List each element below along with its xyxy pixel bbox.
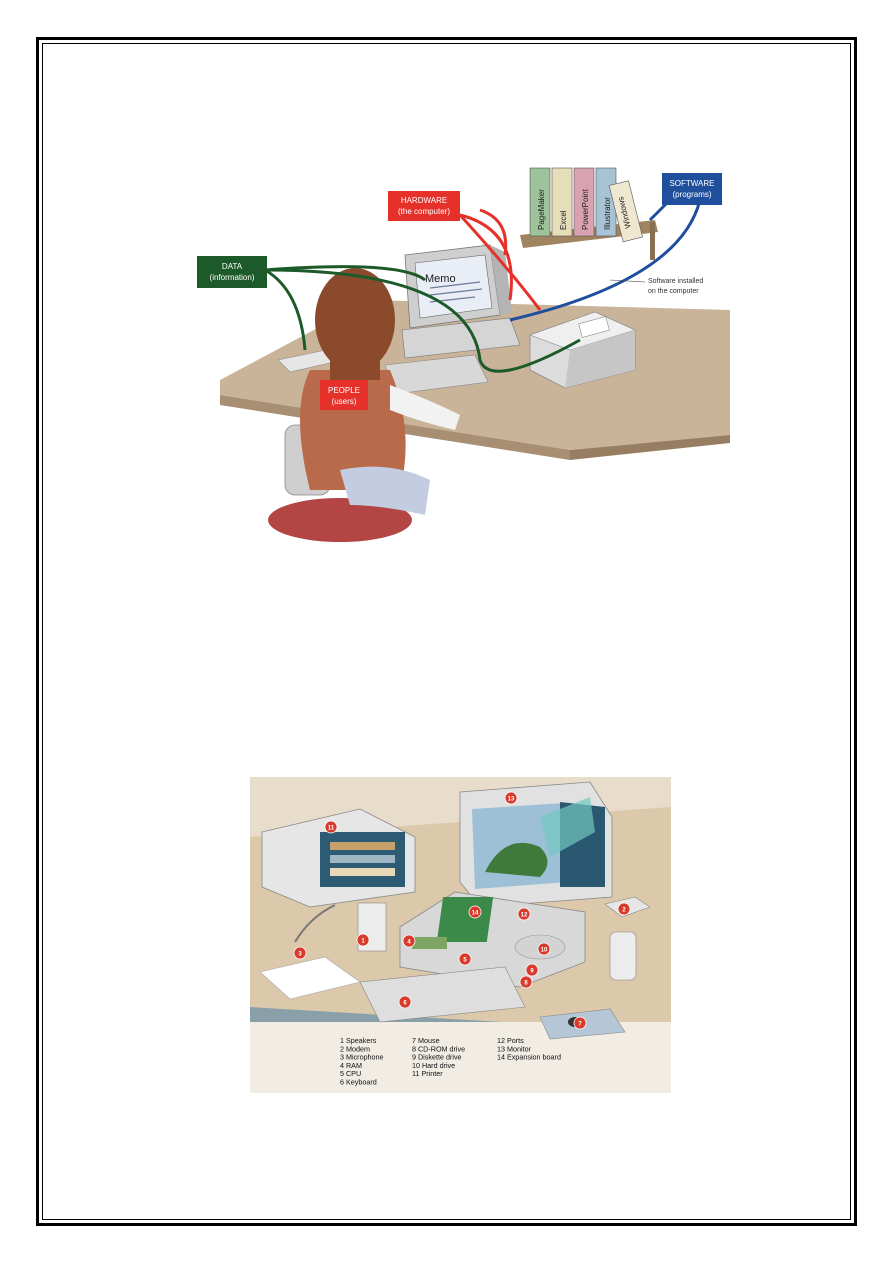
svg-text:4: 4 (407, 940, 411, 946)
monitor (459, 781, 613, 908)
book-title: Illustrator (603, 197, 612, 230)
page-border-inner (42, 43, 851, 1220)
callout-5: 5 (458, 952, 472, 966)
legend-item: 8 CD-ROM drive (412, 1044, 465, 1053)
legend-item: 1 Speakers (340, 1036, 377, 1045)
callout-14: 14 (468, 905, 482, 919)
callout-2: 2 (617, 902, 631, 916)
svg-text:6: 6 (403, 1001, 407, 1007)
svg-text:(the computer): (the computer) (398, 207, 450, 216)
callout-8: 8 (519, 975, 533, 989)
speaker (609, 931, 637, 981)
callout-10: 10 (537, 942, 551, 956)
book-title: PowerPoint (581, 188, 590, 230)
svg-text:12: 12 (521, 913, 528, 919)
svg-text:(users): (users) (332, 397, 357, 406)
book-title: Excel (559, 210, 568, 230)
book: Windows (608, 180, 643, 243)
callout-4: 4 (402, 934, 416, 948)
callout-6: 6 (398, 995, 412, 1009)
page-border-outer (36, 37, 857, 1226)
svg-text:on the computer: on the computer (648, 288, 699, 295)
legend-item: 11 Printer (412, 1069, 443, 1078)
software-label: SOFTWARE (programs) (509, 173, 722, 322)
svg-text:9: 9 (530, 969, 534, 975)
svg-text:7: 7 (578, 1022, 582, 1028)
svg-text:HARDWARE: HARDWARE (401, 196, 447, 205)
callout-1: 1 (356, 933, 370, 947)
printer (529, 311, 636, 389)
keyboard (359, 966, 526, 1023)
legend-item: 10 Hard drive (412, 1061, 455, 1070)
svg-text:SOFTWARE: SOFTWARE (669, 179, 714, 188)
svg-text:10: 10 (541, 948, 548, 954)
callout-11: 11 (324, 820, 338, 834)
system-unit (401, 317, 521, 359)
svg-text:(information): (information) (210, 273, 255, 282)
svg-text:1: 1 (361, 939, 365, 945)
legend-item: 12 Ports (497, 1036, 524, 1045)
book: Excel (551, 167, 573, 237)
software-installed-note: Software installed (648, 278, 703, 285)
monitor (401, 244, 521, 359)
data-label: DATA (information) (197, 256, 581, 373)
svg-text:3: 3 (298, 952, 302, 958)
callout-3: 3 (293, 946, 307, 960)
svg-text:11: 11 (328, 826, 335, 832)
callout-7: 7 (573, 1016, 587, 1030)
legend-item: 4 RAM (340, 1061, 362, 1070)
book: PageMaker (529, 167, 551, 237)
legend-item: 5 CPU (340, 1069, 361, 1078)
svg-text:5: 5 (463, 958, 467, 964)
legend-item: 13 Monitor (497, 1044, 532, 1053)
legend-item: 14 Expansion board (497, 1053, 561, 1062)
callout-12: 12 (517, 907, 531, 921)
svg-text:13: 13 (508, 797, 515, 803)
callout-9: 9 (525, 963, 539, 977)
svg-text:PEOPLE: PEOPLE (328, 386, 360, 395)
memo-label: Memo (425, 273, 456, 285)
legend-item: 3 Microphone (340, 1053, 384, 1062)
printer (261, 808, 416, 908)
svg-text:8: 8 (524, 981, 528, 987)
legend-item: 2 Modem (340, 1044, 370, 1053)
legend-item: 9 Diskette drive (412, 1053, 462, 1062)
book: PowerPoint (573, 167, 595, 237)
hardware-label: HARDWARE (the computer) (388, 191, 542, 311)
legend-item: 7 Mouse (412, 1036, 440, 1045)
svg-text:DATA: DATA (222, 262, 243, 271)
book-title: PageMaker (537, 189, 546, 230)
people-label: PEOPLE (users) (320, 380, 368, 410)
callout-13: 13 (504, 791, 518, 805)
svg-text:(programs): (programs) (672, 190, 711, 199)
svg-text:2: 2 (622, 908, 626, 914)
microphone (294, 904, 336, 943)
svg-text:14: 14 (472, 911, 479, 917)
legend-item: 6 Keyboard (340, 1078, 377, 1087)
